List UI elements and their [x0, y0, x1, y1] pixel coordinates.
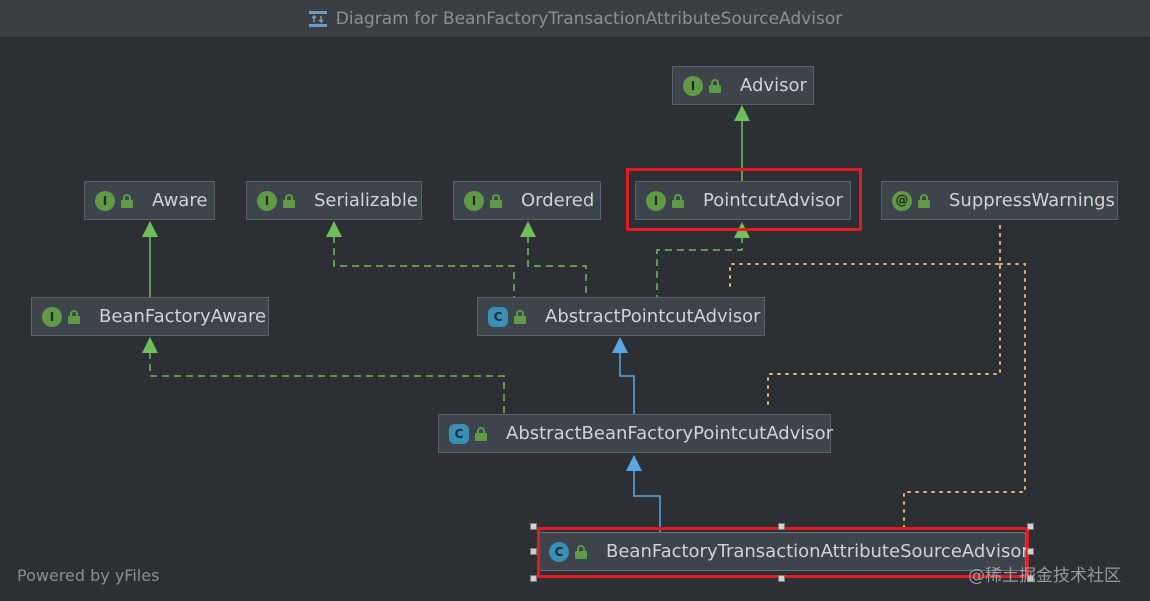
node-pointcut-advisor[interactable]: I PointcutAdvisor [635, 181, 851, 220]
node-serializable[interactable]: I Serializable [246, 181, 422, 220]
public-lock-icon [918, 193, 931, 208]
node-label: BeanFactoryTransactionAttributeSourceAdv… [606, 541, 1029, 562]
node-suppress-warnings[interactable]: @ SuppressWarnings [881, 181, 1118, 220]
selection-handle[interactable] [530, 575, 537, 582]
diagram-icon [308, 10, 328, 28]
node-label: AbstractPointcutAdvisor [545, 306, 761, 327]
abstract-class-icon: C [449, 423, 469, 444]
public-lock-icon [672, 193, 685, 208]
node-label: Ordered [521, 190, 595, 211]
class-icon: C [549, 541, 569, 562]
annotation-icon: @ [892, 190, 912, 211]
selection-handle[interactable] [1027, 575, 1034, 582]
selection-handle[interactable] [778, 523, 785, 530]
public-lock-icon [68, 309, 81, 324]
node-bean-factory-aware[interactable]: I BeanFactoryAware [31, 297, 269, 336]
public-lock-icon [283, 193, 296, 208]
node-label: PointcutAdvisor [703, 190, 843, 211]
node-abstract-pointcut-advisor[interactable]: C AbstractPointcutAdvisor [477, 297, 765, 336]
node-bean-factory-transaction-attribute-source-advisor[interactable]: C BeanFactoryTransactionAttributeSourceA… [538, 532, 1029, 571]
node-ordered[interactable]: I Ordered [453, 181, 601, 220]
node-label: BeanFactoryAware [99, 306, 267, 327]
selection-handle[interactable] [530, 548, 537, 555]
public-lock-icon [121, 193, 134, 208]
public-lock-icon [475, 426, 488, 441]
interface-icon: I [95, 190, 115, 211]
node-label: Advisor [740, 75, 807, 96]
interface-icon: I [464, 190, 484, 211]
selection-handle[interactable] [1027, 548, 1034, 555]
powered-by-label: Powered by yFiles [17, 566, 160, 585]
window-title: Diagram for BeanFactoryTransactionAttrib… [335, 8, 843, 29]
node-label: Serializable [314, 190, 418, 211]
public-lock-icon [575, 544, 588, 559]
node-label: SuppressWarnings [949, 190, 1115, 211]
watermark: @稀土掘金技术社区 [968, 566, 1121, 586]
interface-icon: I [257, 190, 277, 211]
interface-icon: I [42, 306, 62, 327]
node-label: Aware [152, 190, 208, 211]
node-advisor[interactable]: I Advisor [672, 66, 814, 105]
interface-icon: I [683, 75, 703, 96]
public-lock-icon [709, 78, 722, 93]
node-label: AbstractBeanFactoryPointcutAdvisor [506, 423, 834, 444]
selection-handle[interactable] [778, 575, 785, 582]
window-title-bar: Diagram for BeanFactoryTransactionAttrib… [0, 0, 1150, 38]
selection-handle[interactable] [1027, 523, 1034, 530]
public-lock-icon [490, 193, 503, 208]
node-abstract-bean-factory-pointcut-advisor[interactable]: C AbstractBeanFactoryPointcutAdvisor [438, 414, 834, 453]
selection-handle[interactable] [530, 523, 537, 530]
interface-icon: I [646, 190, 666, 211]
abstract-class-icon: C [488, 306, 508, 327]
public-lock-icon [514, 309, 527, 324]
node-aware[interactable]: I Aware [84, 181, 215, 220]
